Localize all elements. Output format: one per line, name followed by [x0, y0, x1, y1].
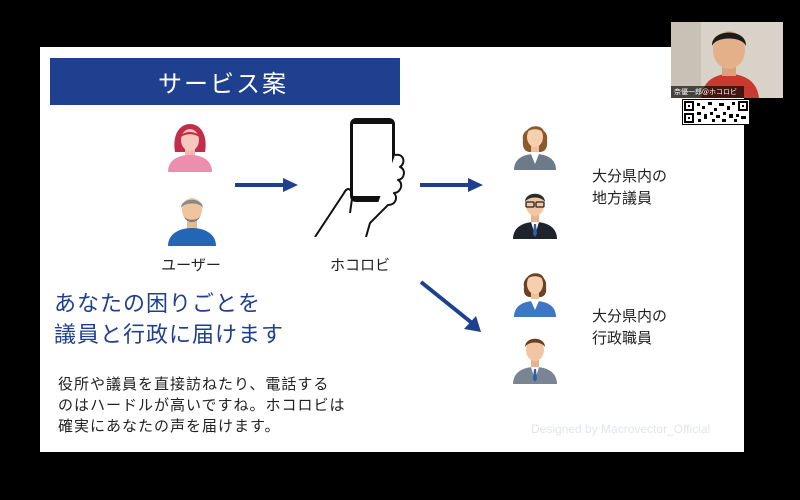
slide-watermark: Designed by Macrovector_Official: [531, 422, 711, 436]
male-official-icon: [513, 338, 557, 384]
woman-avatar-icon: [168, 124, 212, 172]
presentation-slide: サービス案 ユーザー ホコロビ: [40, 47, 744, 452]
female-official-icon: [514, 126, 556, 170]
arrow-right-icon: [420, 178, 483, 192]
man-avatar-icon: [168, 198, 216, 246]
user-label: ユーザー: [161, 256, 221, 274]
slide-body-text: 役所や議員を直接訪ねたり、電話する のはハードルが高いですね。ホコロビは 確実に…: [58, 375, 346, 435]
app-label: ホコロビ: [329, 256, 391, 274]
local-assembly-members-label: 大分県内の 地方議員: [592, 167, 668, 207]
arrow-right-icon: [235, 178, 298, 192]
qr-code-icon: [682, 99, 750, 125]
smartphone-icon: [314, 118, 405, 237]
administrative-staff-label: 大分県内の 行政職員: [592, 307, 668, 347]
participant-avatar: [671, 22, 783, 98]
arrow-down-right-icon: [419, 280, 481, 332]
male-official-icon: [513, 193, 557, 239]
participant-video-tile[interactable]: [671, 22, 783, 98]
female-official-icon: [514, 273, 556, 317]
slide-title: サービス案: [50, 58, 400, 105]
slide-headline: あなたの困りごとを 議員と行政に届けます: [54, 292, 285, 348]
participant-name: 奈優一郎@ホコロビ: [671, 86, 744, 98]
